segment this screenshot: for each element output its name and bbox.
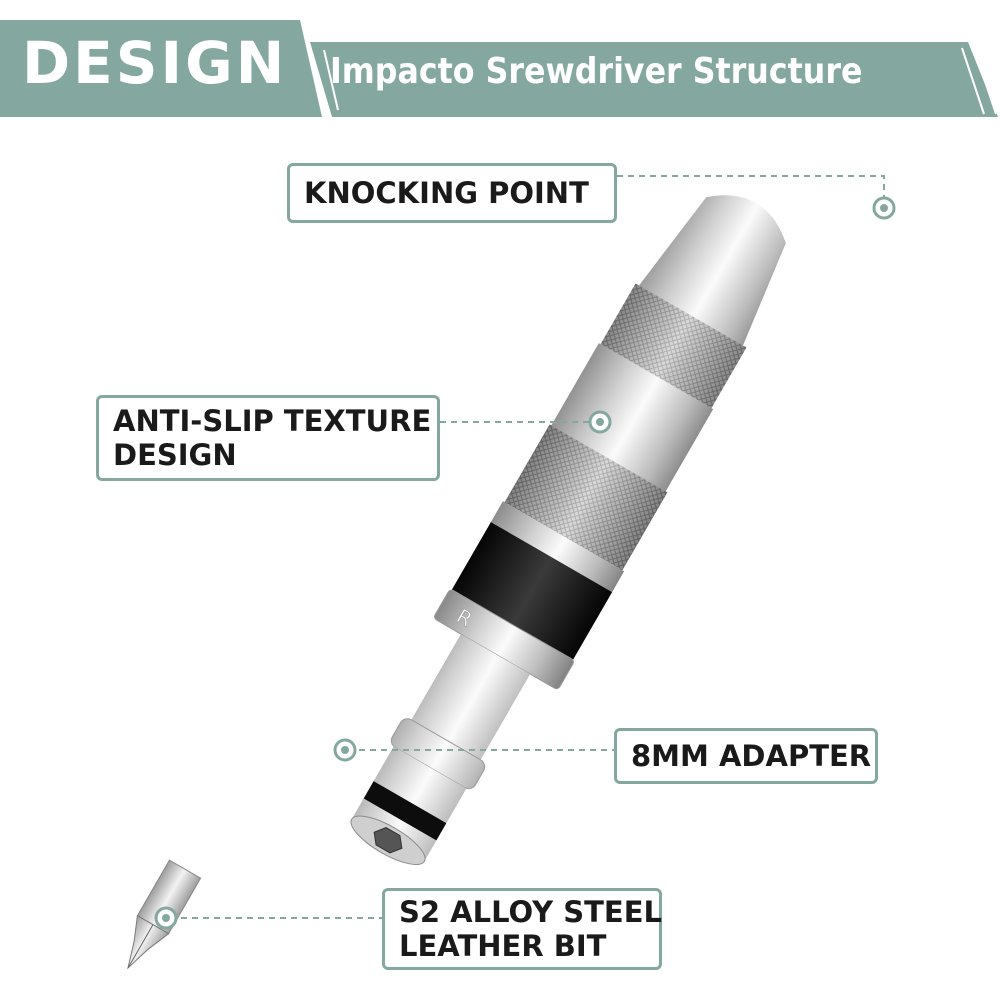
leader-knocking-point (617, 175, 885, 200)
banner-tag-background (0, 20, 322, 117)
banner-tag: DESIGN (22, 29, 288, 97)
handle-mid (551, 343, 714, 492)
banner-end-stripe-2 (973, 47, 997, 115)
bit-tip (127, 914, 170, 970)
banner-title-stripe (323, 49, 339, 111)
callout-anti-slip-line2: DESIGN (113, 438, 237, 472)
callout-bit-line2: LEATHER BIT (399, 929, 607, 963)
banner-title: Impacto Srewdriver Structure (330, 51, 863, 92)
callout-markers (154, 196, 896, 930)
callout-leaders (170, 175, 885, 919)
callout-s2-bit: S2 ALLOY STEEL LEATHER BIT (382, 888, 662, 970)
hex-socket (373, 827, 403, 854)
direction-collar (490, 501, 625, 593)
banner-end-stripe-1 (961, 47, 985, 115)
s2-bit (127, 859, 202, 970)
callout-knocking-point: KNOCKING POINT (287, 163, 617, 223)
screwdriver-body: R (350, 195, 786, 866)
callout-anti-slip-texture: ANTI-SLIP TEXTURE DESIGN (96, 395, 440, 481)
banner-title-background (310, 42, 998, 117)
adapter-black-ring (363, 781, 447, 841)
collar-black-band (451, 522, 613, 660)
callout-8mm-adapter: 8MM ADAPTER (614, 728, 878, 784)
callout-bit-line1: S2 ALLOY STEEL (399, 895, 663, 929)
callout-adapter-text: 8MM ADAPTER (631, 739, 872, 773)
handle-rear (639, 195, 786, 346)
header-banner (0, 20, 998, 117)
adapter-body (373, 746, 467, 824)
callout-knocking-point-text: KNOCKING POINT (304, 176, 589, 210)
callout-anti-slip-line1: ANTI-SLIP TEXTURE (113, 404, 432, 438)
shaft (410, 634, 531, 761)
